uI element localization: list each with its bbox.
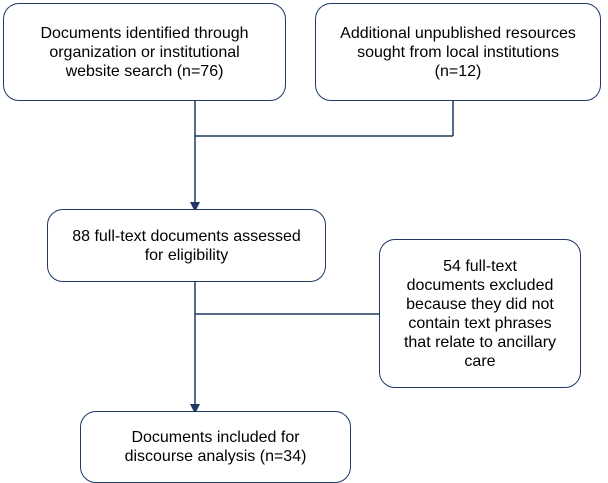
identified-box: Documents identified through organizatio… <box>3 3 286 101</box>
included-text: Documents included for discourse analysi… <box>124 429 307 465</box>
identified-text: Documents identified through organizatio… <box>40 24 249 80</box>
additional-text: Additional unpublished resources sought … <box>340 24 576 80</box>
excluded-text: 54 full-text documents excluded because … <box>403 257 557 370</box>
assessed-box: 88 full-text documents assessed for elig… <box>47 209 326 282</box>
excluded-box: 54 full-text documents excluded because … <box>379 239 581 388</box>
included-box: Documents included for discourse analysi… <box>80 411 351 483</box>
assessed-text: 88 full-text documents assessed for elig… <box>72 227 301 264</box>
additional-box: Additional unpublished resources sought … <box>315 3 601 101</box>
